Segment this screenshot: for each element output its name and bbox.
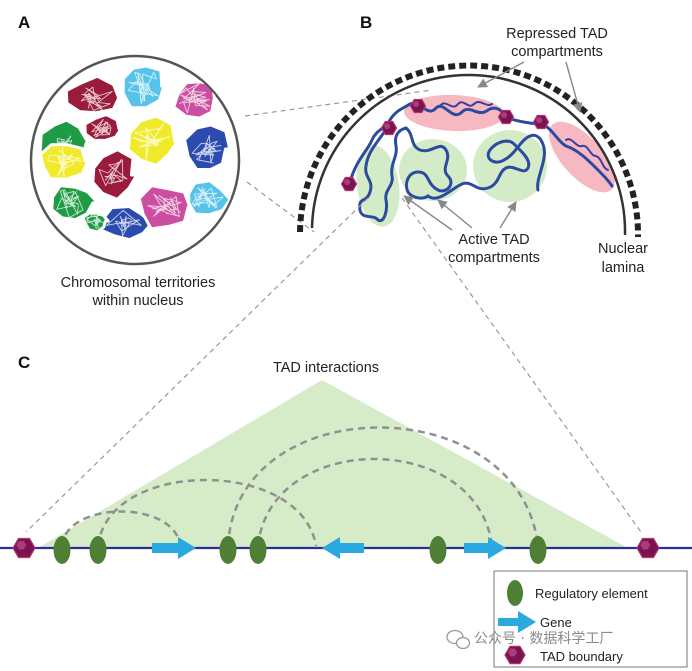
- zoom-line-top: [244, 89, 433, 117]
- zoom-line-c-right: [401, 197, 642, 533]
- panel-a-label: A: [18, 13, 30, 32]
- regulatory-element: [89, 536, 107, 564]
- interaction-arcs: [60, 426, 540, 547]
- panel-a-caption-line2: within nucleus: [91, 293, 183, 309]
- territory: [91, 148, 139, 201]
- panel-a-caption-line1: Chromosomal territories: [61, 275, 216, 291]
- territory: [64, 74, 121, 115]
- panel-c-elements: [12, 536, 660, 564]
- tad-boundary-b: [380, 120, 398, 136]
- territory: [121, 64, 166, 110]
- tad-boundary-b: [532, 114, 550, 130]
- watermark: 公众号 · 数据科学工厂: [446, 629, 613, 650]
- regulatory-element: [429, 536, 447, 564]
- tad-boundary-b: [340, 176, 358, 192]
- interaction-arc-3: [226, 426, 540, 547]
- legend-gene-symbol: [498, 611, 536, 633]
- tad-boundary-right: [636, 537, 660, 559]
- panel-b-label: B: [360, 13, 372, 32]
- regulatory-element: [249, 536, 267, 564]
- regulatory-element: [53, 536, 71, 564]
- panel-c-label: C: [18, 353, 30, 372]
- arrow-repressed-right: [565, 61, 583, 113]
- wechat-icon: [446, 629, 471, 650]
- zoom-line-c-left: [25, 197, 369, 533]
- territory: [39, 143, 90, 181]
- nucleus: [29, 54, 241, 266]
- tad-boundary-left: [12, 537, 36, 559]
- territory: [137, 184, 192, 231]
- territory: [183, 123, 232, 172]
- repressed-label-line2: compartments: [511, 44, 603, 60]
- tad-boundary-b: [497, 109, 515, 125]
- arrow-active-2: [437, 199, 473, 229]
- arrow-repressed-top: [477, 61, 525, 88]
- legend-boundary-label: TAD boundary: [540, 649, 623, 664]
- legend-regulatory-label: Regulatory element: [535, 586, 648, 601]
- nuclear-lamina: [297, 62, 642, 238]
- legend-gene-label: Gene: [540, 615, 572, 630]
- interaction-arc-4: [256, 457, 494, 547]
- territory: [81, 211, 110, 234]
- tad-interaction-triangle: [38, 380, 628, 548]
- chromosome-territories: [38, 64, 233, 242]
- panel-b-boundaries: [340, 98, 550, 192]
- zoom-line-bottom: [246, 181, 315, 233]
- arrow-active-3: [499, 201, 517, 229]
- legend-regulatory-symbol: [507, 580, 523, 606]
- repressed-label-line1: Repressed TAD: [506, 26, 608, 42]
- lamina-label-line1: Nuclear: [598, 241, 648, 257]
- territory: [126, 114, 180, 168]
- legend: Regulatory element Gene TAD boundary: [493, 570, 688, 668]
- territory: [83, 113, 123, 142]
- active-label-line2: compartments: [448, 250, 540, 266]
- watermark-text: 公众号 · 数据科学工厂: [474, 631, 613, 647]
- territory: [187, 179, 233, 217]
- gene-arrow: [152, 537, 196, 559]
- tad-boundary-b: [409, 98, 427, 114]
- active-label-line1: Active TAD: [458, 232, 529, 248]
- interaction-arc-1: [60, 510, 182, 547]
- tad-interactions-title: TAD interactions: [273, 360, 379, 376]
- regulatory-element: [529, 536, 547, 564]
- legend-boundary-symbol: [504, 645, 526, 665]
- arrow-active-1: [403, 195, 453, 231]
- territory: [50, 184, 100, 222]
- nuclear-envelope: [310, 73, 627, 236]
- regulatory-element: [219, 536, 237, 564]
- gene-arrow: [464, 537, 506, 559]
- legend-boundary-hex: [504, 645, 526, 665]
- lamina-label-line2: lamina: [602, 260, 646, 276]
- gene-arrow: [322, 537, 364, 559]
- interaction-arc-2: [96, 478, 318, 547]
